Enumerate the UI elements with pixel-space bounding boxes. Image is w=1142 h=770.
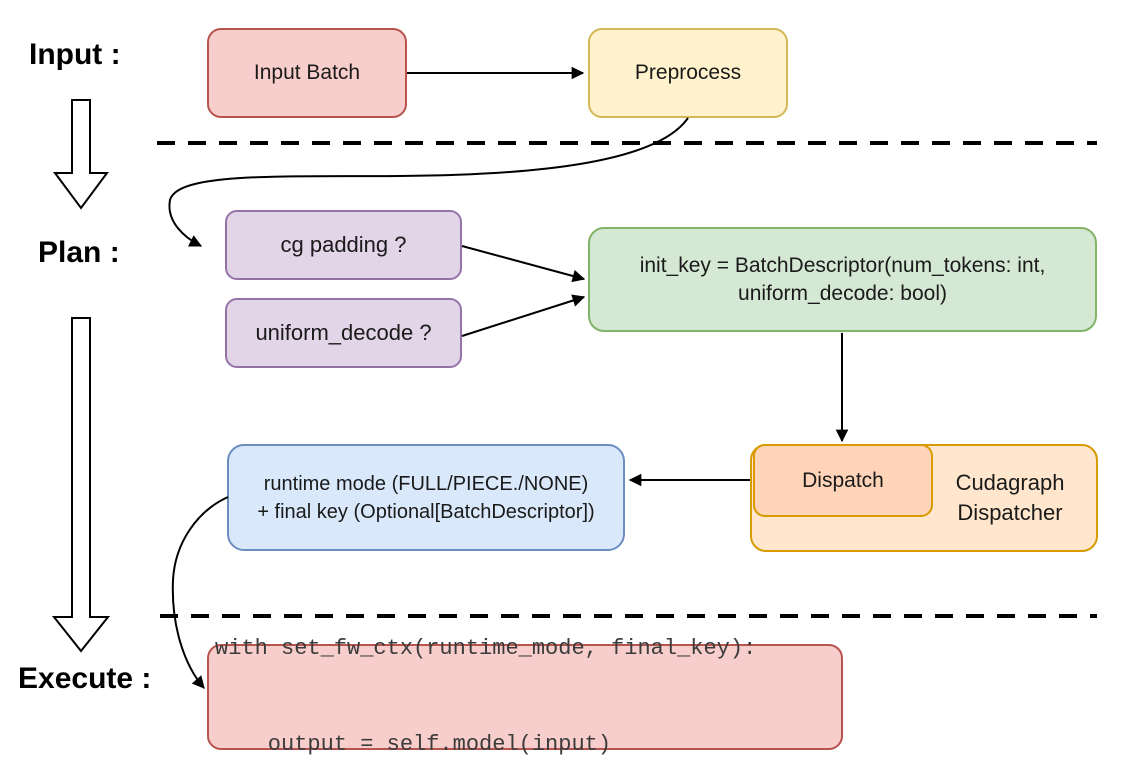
- init-key-node: init_key = BatchDescriptor(num_tokens: i…: [588, 227, 1097, 332]
- preprocess-node: Preprocess: [588, 28, 788, 118]
- execute-code-line-1: with set_fw_ctx(runtime_mode, final_key)…: [215, 636, 757, 661]
- execute-code-node: with set_fw_ctx(runtime_mode, final_key)…: [207, 636, 843, 757]
- cudagraph-dispatcher-line-2: Dispatcher: [957, 500, 1063, 525]
- uniform-decode-node: uniform_decode ?: [225, 298, 462, 368]
- cudagraph-dispatcher-line-1: Cudagraph: [955, 470, 1065, 495]
- runtime-mode-line-1: runtime mode (FULL/PIECE./NONE): [263, 472, 589, 495]
- section-label-input: Input :: [29, 38, 121, 71]
- execute-code-line-2: output = self.model(input): [215, 732, 612, 757]
- input-batch-label: Input Batch: [253, 61, 361, 84]
- cg-padding-label: cg padding ?: [280, 232, 407, 257]
- dispatch-label: Dispatch: [802, 468, 884, 492]
- init-key-line-1: init_key = BatchDescriptor(num_tokens: i…: [639, 253, 1046, 277]
- arrow-cg-padding-to-init-key: [461, 245, 584, 279]
- input-batch-node: Input Batch: [207, 28, 407, 118]
- plan-section-arrow: [51, 317, 111, 653]
- runtime-mode-node: runtime mode (FULL/PIECE./NONE) + final …: [227, 444, 625, 551]
- arrow-uniform-decode-to-init-key: [461, 297, 584, 337]
- dispatch-node: Dispatch: [753, 444, 933, 517]
- init-key-line-2: uniform_decode: bool): [738, 281, 947, 305]
- preprocess-label: Preprocess: [634, 61, 742, 84]
- cg-padding-node: cg padding ?: [225, 210, 462, 280]
- section-label-execute: Execute :: [18, 662, 152, 695]
- runtime-mode-line-2: + final key (Optional[BatchDescriptor]): [257, 500, 595, 523]
- uniform-decode-label: uniform_decode ?: [255, 320, 432, 345]
- input-section-arrow: [53, 99, 109, 210]
- section-label-plan: Plan :: [38, 236, 120, 269]
